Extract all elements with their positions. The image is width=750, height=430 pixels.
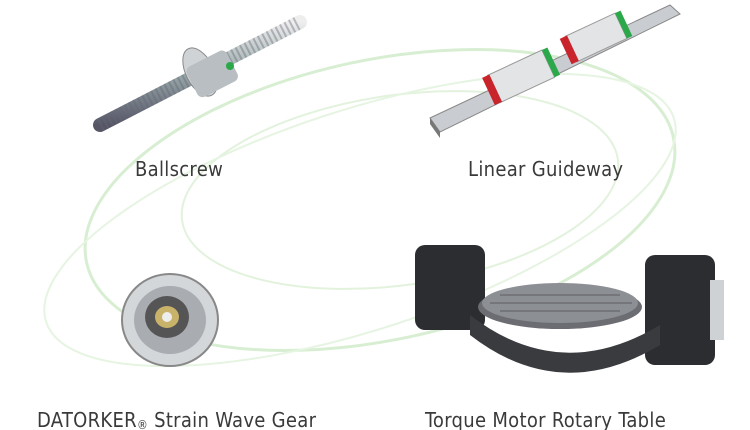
product-label-ballscrew: Ballscrew: [135, 157, 224, 181]
torque-motor-rotary-table-image: [415, 245, 724, 373]
linear-guideway-image: [429, 4, 681, 138]
product-label-strain-wave-gear: DATORKER® Strain Wave Gear: [37, 408, 317, 430]
ballscrew-image: [93, 15, 307, 132]
product-label-linear-guideway: Linear Guideway: [468, 157, 624, 181]
product-label-torque-motor-rotary-table: Torque Motor Rotary Table: [425, 408, 667, 430]
strain-wave-gear-image: [121, 273, 219, 367]
